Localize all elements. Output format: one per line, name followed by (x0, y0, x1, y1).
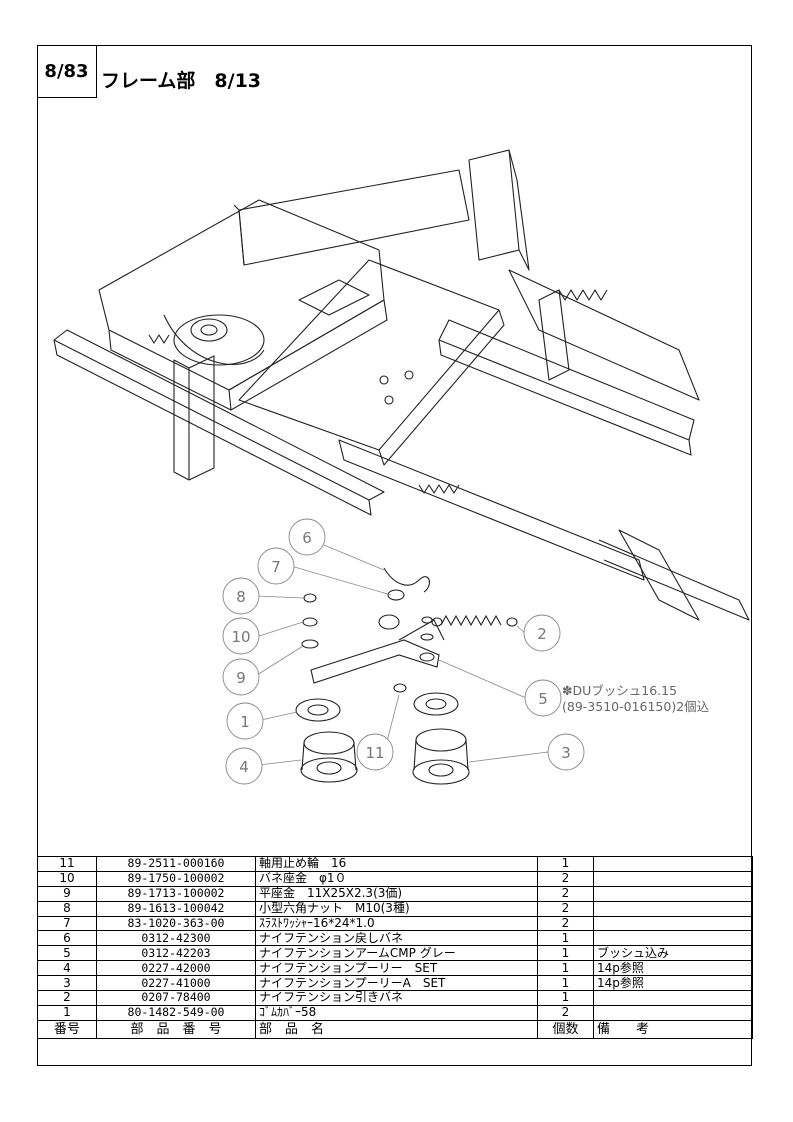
cell-remarks (593, 900, 753, 917)
cell-qty: 1 (537, 945, 594, 962)
cell-part-no: 0227-41000 (96, 975, 256, 992)
cell-name: ナイフテンションアームCMP グレー (255, 945, 538, 962)
table-header-row: 番号部 品 番 号部 品 名個数備 考 (37, 1019, 753, 1039)
bushing-note-line2: (89-3510-016150)2個込 (562, 699, 710, 714)
cell-qty: 1 (537, 990, 594, 1006)
cell-qty: 2 (537, 870, 594, 887)
header-name: 部 品 名 (255, 1019, 538, 1039)
callout-7: 7 (271, 558, 281, 576)
cell-remarks (593, 1004, 753, 1021)
header-qty: 個数 (537, 1019, 594, 1039)
callout-2: 2 (537, 625, 547, 643)
cell-part-no: 80-1482-549-00 (96, 1004, 256, 1021)
cell-name: ｺﾞﾑｶﾊﾞｰ58 (255, 1004, 538, 1021)
page-title: フレーム部 8/13 (101, 70, 262, 92)
cell-name: ｽﾗｽﾄﾜｯｼｬｰ16*24*1.0 (255, 915, 538, 932)
cell-name: バネ座金 φ1０ (255, 870, 538, 887)
cell-remarks: 14p参照 (593, 975, 753, 992)
bushing-note-line1: ✽DUブッシュ16.15 (562, 683, 678, 698)
cell-name: ナイフテンション引きバネ (255, 990, 538, 1006)
cell-no: 8 (37, 900, 97, 917)
header-remarks: 備 考 (593, 1019, 753, 1039)
cell-part-no: 83-1020-363-00 (96, 915, 256, 932)
cell-qty: 1 (537, 975, 594, 992)
callout-5: 5 (538, 690, 548, 708)
cell-no: 2 (37, 990, 97, 1006)
cell-remarks (593, 915, 753, 932)
cell-no: 4 (37, 960, 97, 977)
cell-no: 3 (37, 975, 97, 992)
cell-qty: 2 (537, 900, 594, 917)
cell-remarks: 14p参照 (593, 960, 753, 977)
cell-qty: 2 (537, 885, 594, 902)
cell-no: 9 (37, 885, 97, 902)
cell-part-no: 0312-42300 (96, 930, 256, 947)
cell-no: 11 (37, 856, 97, 872)
cell-name: 小型六角ナット M10(3種) (255, 900, 538, 917)
cell-qty: 1 (537, 930, 594, 947)
cell-qty: 2 (537, 915, 594, 932)
cell-remarks (593, 990, 753, 1006)
cell-remarks (593, 930, 753, 947)
cell-part-no: 0207-78400 (96, 990, 256, 1006)
callout-6: 6 (302, 529, 312, 547)
callout-11: 11 (365, 744, 384, 762)
cell-part-no: 0227-42000 (96, 960, 256, 977)
callout-4: 4 (239, 758, 249, 776)
cell-part-no: 89-2511-000160 (96, 856, 256, 872)
header-no: 番号 (37, 1019, 97, 1039)
callout-1: 1 (240, 713, 250, 731)
cell-remarks (593, 870, 753, 887)
page-frame (37, 45, 752, 1066)
cell-part-no: 89-1713-100002 (96, 885, 256, 902)
exploded-parts-diagram: 6 7 8 10 9 1 4 11 2 5 3 (53, 149, 750, 785)
callout-9: 9 (236, 669, 246, 687)
bushing-note: ✽DUブッシュ16.15 (89-3510-016150)2個込 (562, 683, 709, 715)
cell-no: 10 (37, 870, 97, 887)
cell-part-no: 0312-42203 (96, 945, 256, 962)
cell-remarks (593, 856, 753, 872)
cell-name: 軸用止め輪 16 (255, 856, 538, 872)
cell-remarks (593, 885, 753, 902)
cell-no: 1 (37, 1004, 97, 1021)
cell-name: 平座金 11X25X2.3(3価) (255, 885, 538, 902)
cell-qty: 1 (537, 960, 594, 977)
callout-10: 10 (231, 628, 250, 646)
cell-part-no: 89-1750-100002 (96, 870, 256, 887)
callout-3: 3 (561, 744, 571, 762)
cell-no: 6 (37, 930, 97, 947)
page-number: 8/83 (37, 45, 97, 98)
cell-remarks: ブッシュ込み (593, 945, 753, 962)
cell-no: 5 (37, 945, 97, 962)
cell-name: ナイフテンションプーリーA SET (255, 975, 538, 992)
cell-qty: 1 (537, 856, 594, 872)
cell-name: ナイフテンション戻しバネ (255, 930, 538, 947)
cell-qty: 2 (537, 1004, 594, 1021)
header-part-no: 部 品 番 号 (96, 1019, 256, 1039)
cell-no: 7 (37, 915, 97, 932)
callout-8: 8 (236, 588, 246, 606)
cell-name: ナイフテンションプーリー SET (255, 960, 538, 977)
cell-part-no: 89-1613-100042 (96, 900, 256, 917)
